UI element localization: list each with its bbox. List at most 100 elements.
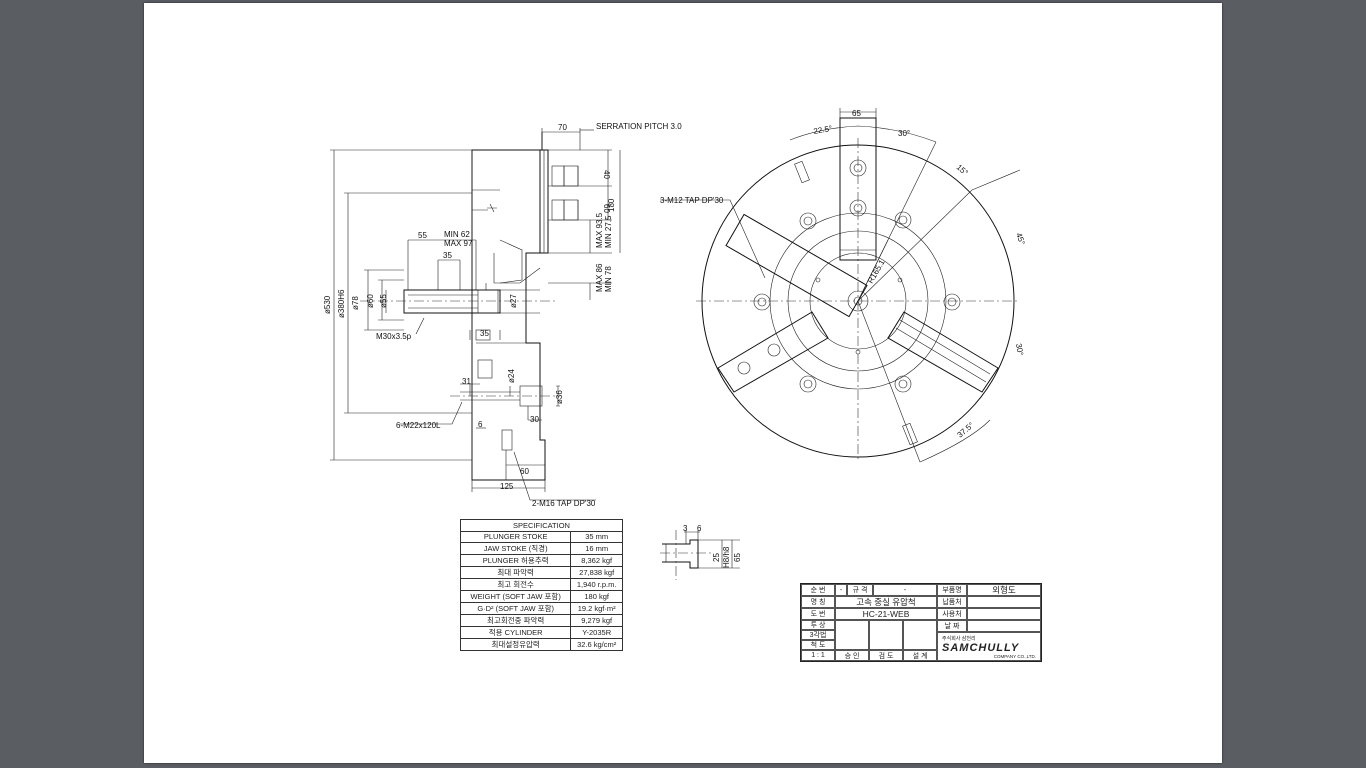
sec-25: 25 <box>712 553 721 562</box>
spec-value: 9,279 kgf <box>570 614 623 628</box>
spec-value: 32.6 kg/cm² <box>570 638 623 652</box>
sec-3: 3 <box>683 524 688 533</box>
dim-phi78: ø78 <box>351 296 360 310</box>
tb-sign-box <box>835 620 869 650</box>
dim-180: 180 <box>607 198 616 212</box>
thread-label: M30x3.5p <box>376 332 412 341</box>
spec-value: 180 kgf <box>570 590 623 604</box>
angle-375: 37.5° <box>956 421 976 440</box>
tb-label: 납품처 <box>937 596 967 608</box>
tb-label: 규 격 <box>847 584 873 596</box>
detail-section <box>660 530 740 580</box>
dim-65: 65 <box>852 109 861 118</box>
spec-value: 35 mm <box>570 530 623 544</box>
spec-title: SPECIFICATION <box>460 519 623 532</box>
dim-phi530: ø530 <box>323 295 332 314</box>
dim-60b: 60 <box>520 467 529 476</box>
tb-drawing-no: HC-21-WEB <box>835 608 937 620</box>
front-view <box>696 108 1021 463</box>
dim-phi55: ø55 <box>379 294 388 308</box>
company-sub: COMPANY CO.,LTD. <box>993 653 1036 659</box>
dim-35b: 35 <box>480 329 489 338</box>
angle-15: 15° <box>955 163 970 178</box>
dim-125: 125 <box>500 482 514 491</box>
company-logo: 주식회사 삼천리 SAMCHULLY COMPANY CO.,LTD. <box>937 632 1041 661</box>
tb-value: - <box>873 584 937 596</box>
angle-30b: 30° <box>1014 343 1025 356</box>
dim-max86: MAX 86 <box>595 263 604 292</box>
spec-label: PLUNGER 허용추력 <box>459 554 572 568</box>
angle-45: 45° <box>1014 232 1027 246</box>
spec-row: JAW STOKE (직경)16 mm <box>459 542 623 556</box>
angle-30a: 30° <box>898 129 910 138</box>
tb-label: 날 짜 <box>937 620 967 632</box>
dim-max97: MAX 97 <box>444 239 473 248</box>
angle-225: 22.5° <box>813 124 833 136</box>
tb-label: 명 칭 <box>801 596 835 608</box>
tb-product-name: 고속 중실 유압척 <box>835 596 937 608</box>
tb-value: 1 : 1 <box>801 650 835 661</box>
tb-sign-label: 설 계 <box>903 650 937 661</box>
dim-30: 30 <box>530 415 539 424</box>
spec-label: PLUNGER STOKE <box>459 530 572 544</box>
spec-value: 16 mm <box>570 542 623 556</box>
radius-label: R165.1 <box>866 258 887 285</box>
side-view <box>330 128 766 501</box>
sec-6: 6 <box>697 524 702 533</box>
dim-phi27: ø27 <box>509 294 518 308</box>
dim-min78: MIN 78 <box>604 266 613 292</box>
dim-phi60: ø60 <box>366 294 375 308</box>
tb-label: 부품명 <box>937 584 967 596</box>
tb-blank <box>967 608 1041 620</box>
tb-sign-box <box>869 620 903 650</box>
company-small: 주식회사 삼천리 <box>942 635 976 642</box>
dim-max935: MAX 93.5 <box>595 212 604 248</box>
dim-60a: 60 <box>602 204 611 213</box>
spec-label: WEIGHT (SOFT JAW 포함) <box>459 590 572 604</box>
spec-value: 19.2 kgf·m² <box>570 602 623 616</box>
dim-phi380: ø380H6 <box>337 289 346 318</box>
company-name: SAMCHULLY <box>942 641 1020 654</box>
dim-31: 31 <box>462 377 471 386</box>
spec-value: 1,940 r.p.m. <box>570 578 623 592</box>
dim-min62: MIN 62 <box>444 230 470 239</box>
dim-70: 70 <box>558 123 567 132</box>
spec-label: JAW STOKE (직경) <box>459 542 572 556</box>
tb-value: 3각법 <box>801 630 835 640</box>
tb-sign-label: 검 도 <box>869 650 903 661</box>
dim-phi36: ø36 <box>555 390 564 404</box>
tb-label: 도 번 <box>801 608 835 620</box>
dim-35a: 35 <box>443 251 452 260</box>
tb-blank <box>967 596 1041 608</box>
dim-min275: MIN 27.5 <box>604 215 613 248</box>
tb-blank <box>967 620 1041 632</box>
tb-value: - <box>835 584 847 596</box>
spec-label: 최대설정유압력 <box>459 638 572 652</box>
spec-label: G·D² (SOFT JAW 포함) <box>459 602 572 616</box>
serration-label: SERRATION PITCH 3.0 <box>596 122 682 131</box>
spec-label: 최대 파악력 <box>459 566 572 580</box>
dim-6: 6 <box>478 420 483 429</box>
spec-label: 최고 회전수 <box>459 578 572 592</box>
tb-sign-label: 승 인 <box>835 650 869 661</box>
spec-row: WEIGHT (SOFT JAW 포함)180 kgf <box>459 590 623 604</box>
dim-40: 40 <box>602 170 611 179</box>
title-block: 순 번 - 규 격 - 부품명 외형도 명 칭 고속 중실 유압척 납품처 도 … <box>800 583 1042 662</box>
sec-h8: H8/h8 <box>722 546 731 568</box>
tb-label: 사용처 <box>937 608 967 620</box>
bolt-label: 6-M22x120L <box>396 421 441 430</box>
tap-label-bottom: 2-M16 TAP DP'30 <box>532 499 596 508</box>
spec-value: 27,838 kgf <box>570 566 623 580</box>
drawing-sheet: SERRATION PITCH 3.0 70 40 60 180 MAX 93.… <box>144 3 1222 763</box>
spec-value: 8,362 kgf <box>570 554 623 568</box>
tap-label-side: 3-M12 TAP DP'30 <box>660 196 724 205</box>
tb-label: 투 상 <box>801 620 835 630</box>
